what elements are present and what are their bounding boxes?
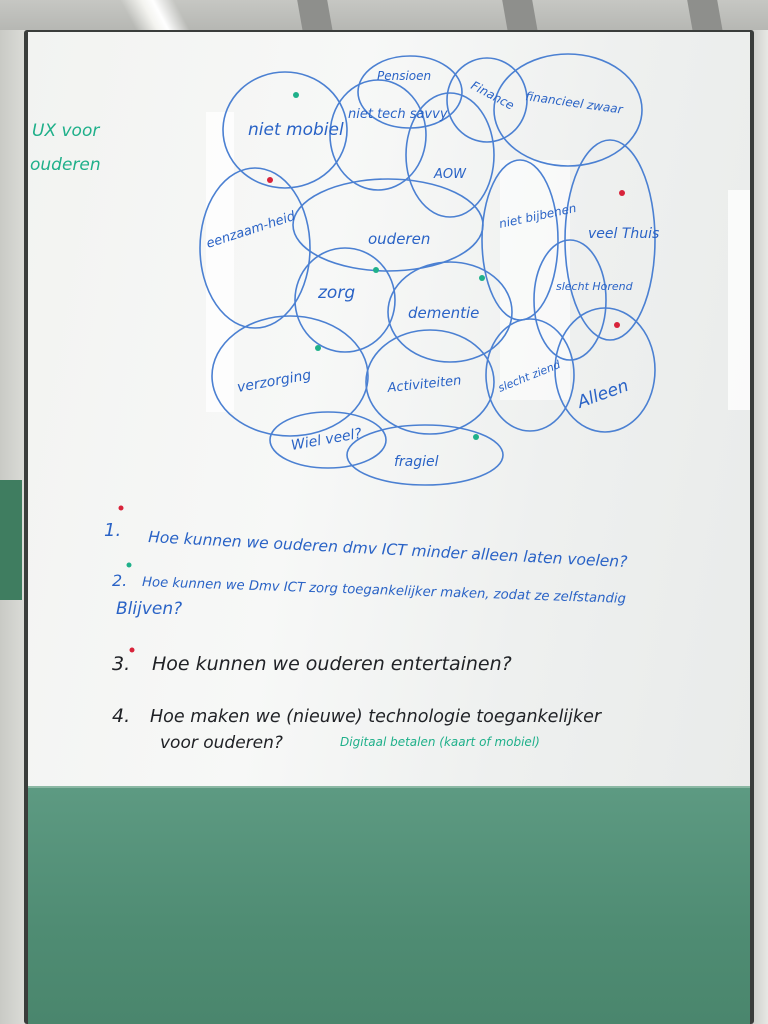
mindmap-center: ouderen: [368, 230, 430, 248]
topic-financieel-zwaar: financieel zwaar: [525, 89, 625, 117]
green-panel: [28, 788, 750, 1024]
corner-note: UX voor ouderen: [30, 121, 101, 175]
topic-slecht-horend: slecht Horend: [556, 280, 634, 293]
question-2-number: 2.: [112, 571, 127, 590]
question-1-number: 1.: [104, 520, 121, 541]
topic-veel-thuis: veel Thuis: [588, 226, 659, 242]
question-3-text: Hoe kunnen we ouderen entertainen?: [152, 653, 512, 675]
topic-pensioen: Pensioen: [377, 69, 431, 83]
topic-zorg: zorg: [317, 283, 355, 303]
question-2-continuation: Blijven?: [116, 599, 182, 619]
question-3-number: 3.: [112, 653, 130, 675]
vote-dots: [267, 92, 625, 440]
window-reflection: [500, 160, 570, 400]
whiteboard: [28, 32, 750, 788]
topic-dementie: dementie: [408, 304, 479, 322]
left-green-panel: [0, 480, 22, 600]
question-4-continuation: voor ouderen?: [160, 733, 283, 753]
question-4-text: Hoe maken we (nieuwe) technologie toegan…: [150, 707, 603, 727]
question-2-text: Hoe kunnen we Dmv ICT zorg toegankelijke…: [142, 575, 626, 607]
topic-activiteiten: Activiteiten: [386, 373, 462, 396]
topic-fragiel: fragiel: [394, 454, 439, 470]
window-reflection: [206, 112, 234, 412]
window-reflection: [728, 190, 750, 410]
topic-slecht-ziend: slecht ziend: [496, 358, 563, 395]
corner-note-line-2: ouderen: [30, 155, 101, 175]
question-1-text: Hoe kunnen we ouderen dmv ICT minder all…: [148, 528, 628, 571]
topic-alleen: Alleen: [574, 376, 631, 413]
topic-aow: AOW: [433, 167, 467, 182]
topic-niet-mobiel: niet mobiel: [248, 120, 344, 140]
mindmap-bubbles: [199, 53, 656, 486]
topic-verzorging: verzorging: [236, 367, 313, 396]
question-4-note: Digitaal betalen (kaart of mobiel): [340, 735, 540, 749]
panel-edge: [28, 786, 750, 789]
topic-niet-tech-savvy: niet tech savvy: [348, 107, 448, 122]
topic-finance: Finance: [469, 78, 517, 112]
corner-note-line-1: UX voor: [32, 121, 100, 141]
mindmap-words: Pensioen Finance financieel zwaar niet m…: [205, 69, 660, 470]
question-4-number: 4.: [112, 705, 130, 727]
questions-list: 1. Hoe kunnen we ouderen dmv ICT minder …: [104, 505, 628, 753]
topic-eenzaamheid: eenzaam-heid: [205, 209, 298, 252]
